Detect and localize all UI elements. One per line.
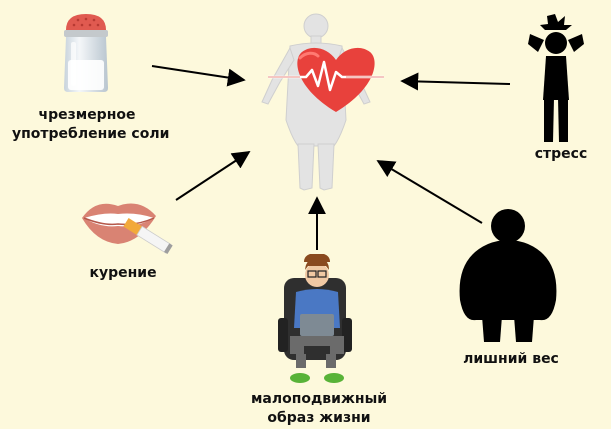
label-smoking: курение [78,264,168,283]
person-with-laptop-in-chair-icon [278,254,352,383]
arrow-overweight [376,160,483,224]
label-salt: чрезмерное употребление соли [12,106,169,144]
arrow-salt [151,65,246,87]
stressed-person-icon [528,14,584,142]
label-stress-line-1: стресс [534,146,588,162]
label-overweight-line-1: лишний вес [463,351,559,367]
overweight-person-icon [459,209,557,342]
smoking-lips-icon [82,203,173,255]
human-body-with-heart-icon [261,13,384,191]
label-salt-line-1: чрезмерное [38,107,136,123]
label-sedentary-line-1: малоподвижный [250,391,388,407]
label-overweight: лишний вес [456,350,566,369]
arrow-smoking [175,151,251,201]
arrow-stress [400,72,511,91]
label-salt-line-2: употребление соли [12,126,170,142]
label-stress: стресс [526,145,596,164]
label-sedentary: малоподвижный образ жизни [244,390,394,428]
label-smoking-line-1: курение [89,265,157,281]
label-sedentary-line-2: образ жизни [267,410,371,426]
salt-shaker-icon [64,14,108,92]
